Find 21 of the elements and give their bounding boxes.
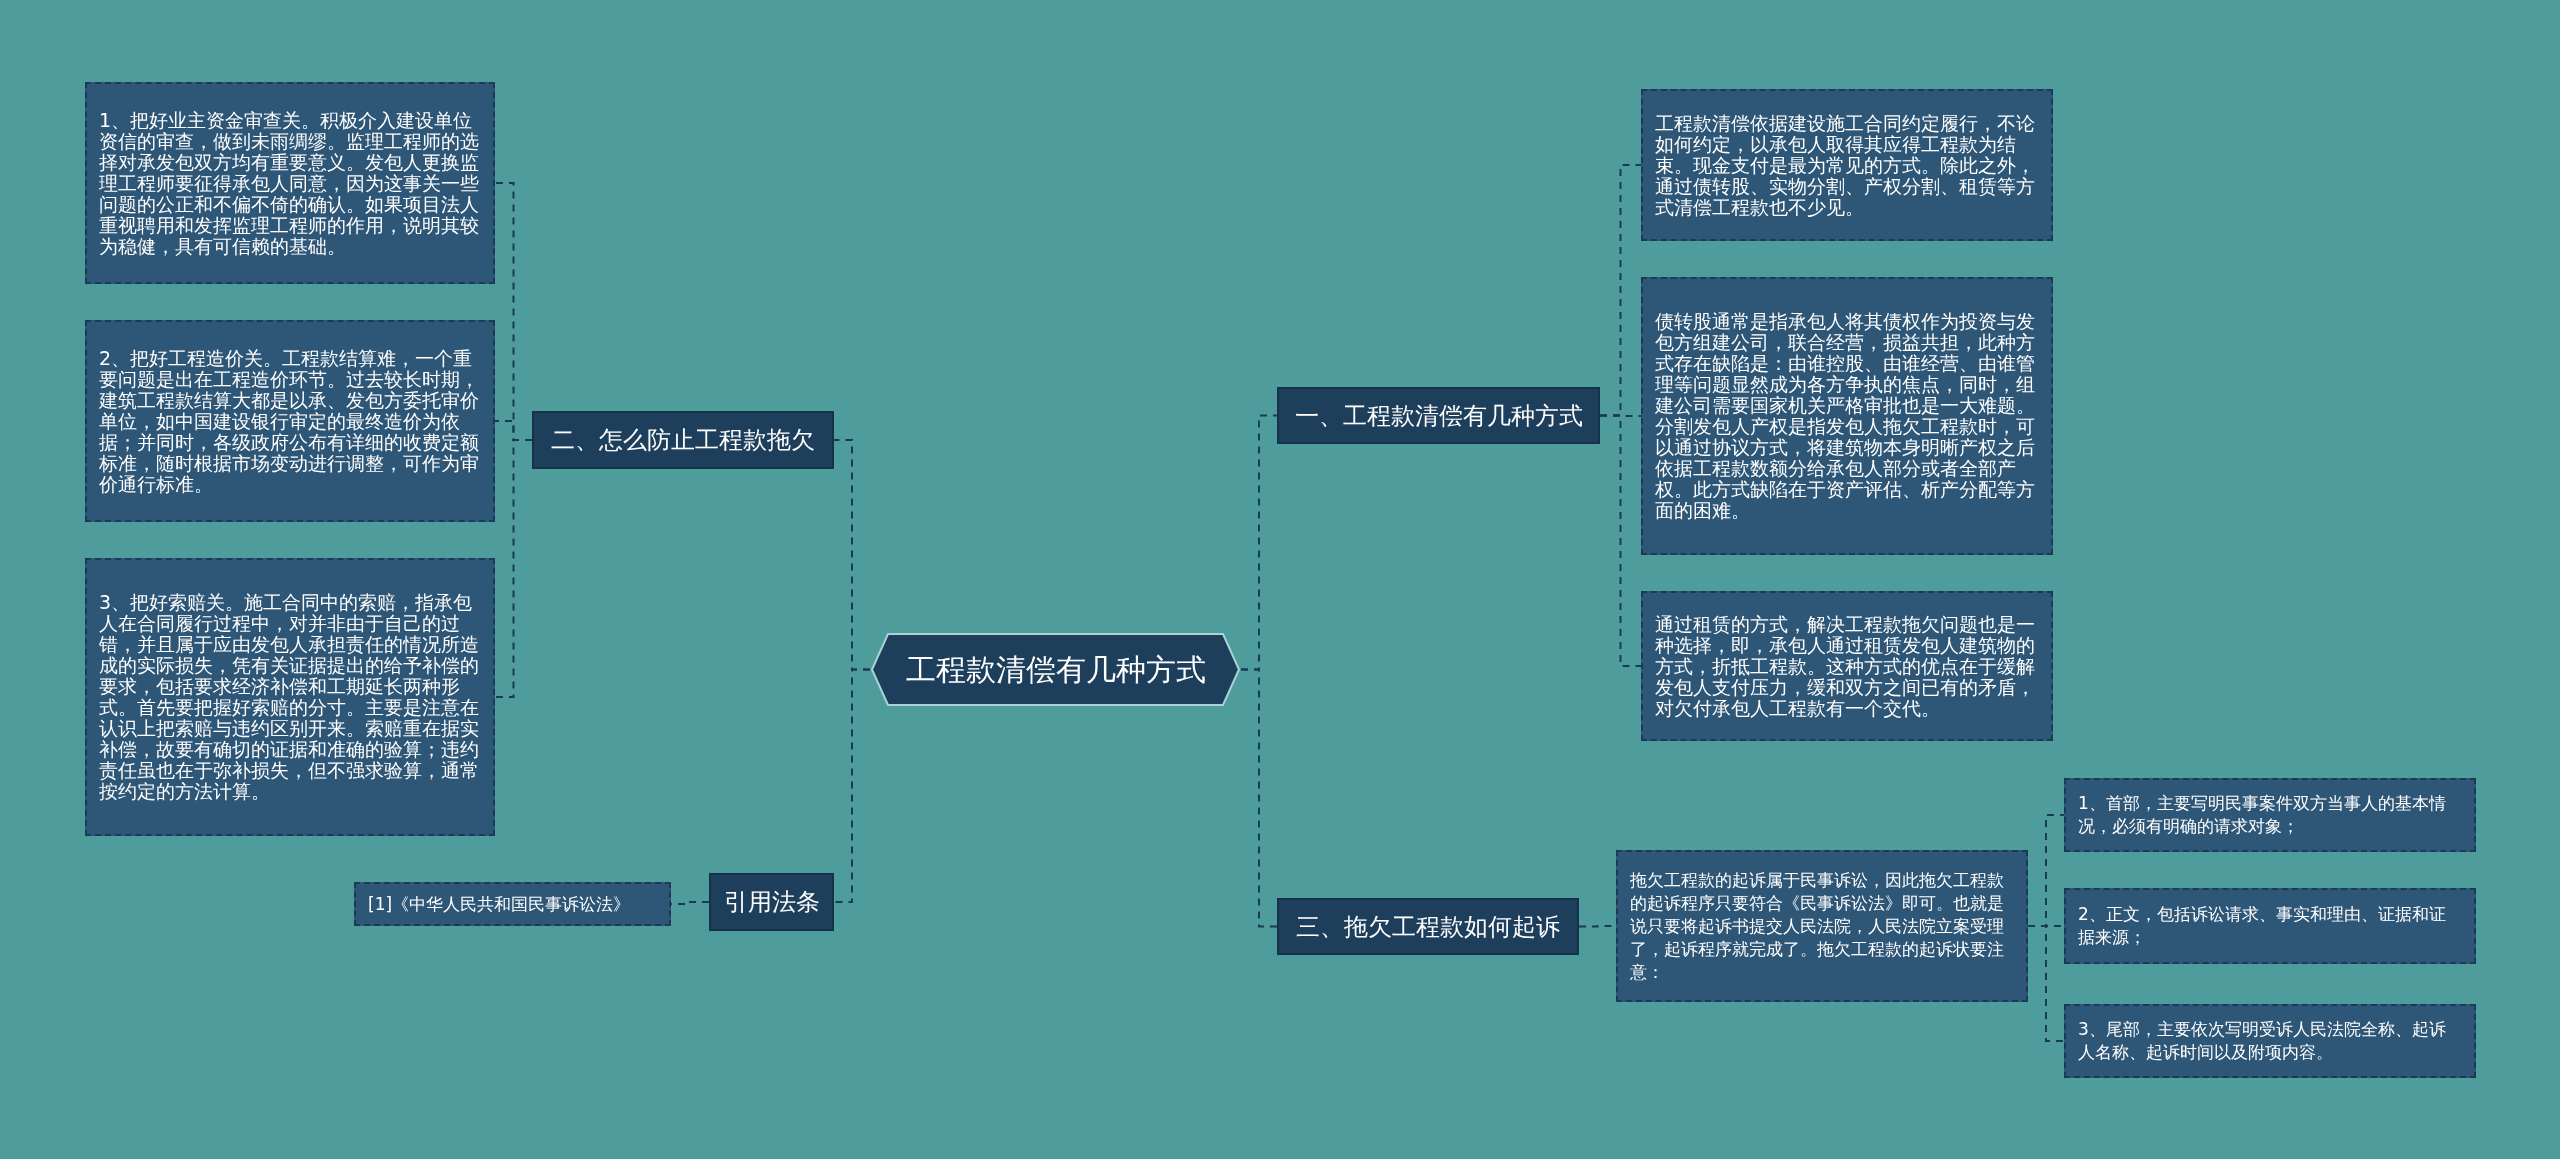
note-box: 1、首部，主要写明民事案件双方当事人的基本情况，必须有明确的请求对象；	[2064, 778, 2476, 852]
topic-box: 一、工程款清偿有几种方式	[1277, 387, 1600, 444]
note-box: 2、把好工程造价关。工程款结算难，一个重要问题是出在工程造价环节。过去较长时期，建筑工程款结算大都是以承、发包方委托审价单位，如中国建设银行审定的最终造价为依据；并同时，各级政府公布有详细的收费定额标准，随时根据市场变动进行调整，可作为审价通行标准。	[85, 320, 495, 522]
topic-box: 引用法条	[709, 873, 834, 931]
note-box: 拖欠工程款的起诉属于民事诉讼，因此拖欠工程款的起诉程序只要符合《民事诉讼法》即可。也就是说只要将起诉书提交人民法院，人民法院立案受理了，起诉程序就完成了。拖欠工程款的起诉状要注意：	[1616, 850, 2028, 1002]
note-box: 通过租赁的方式，解决工程款拖欠问题也是一种选择，即，承包人通过租赁发包人建筑物的方式，折抵工程款。这种方式的优点在于缓解发包人支付压力，缓和双方之间已有的矛盾，对欠付承包人工程款有一个交代。	[1641, 591, 2053, 741]
note-box: 1、把好业主资金审查关。积极介入建设单位资信的审查，做到未雨绸缪。监理工程师的选择对承发包双方均有重要意义。发包人更换监理工程师要征得承包人同意，因为这事关一些问题的公正和不偏不倚的确认。如果项目法人重视聘用和发挥监理工程师的作用，说明其较为稳健，具有可信赖的基础。	[85, 82, 495, 284]
topic-box: 二、怎么防止工程款拖欠	[532, 411, 834, 469]
topic-box: 三、拖欠工程款如何起诉	[1277, 898, 1579, 955]
note-box: [1]《中华人民共和国民事诉讼法》	[354, 882, 671, 926]
central-topic: 工程款清偿有几种方式	[870, 632, 1241, 707]
connector-line	[833, 668, 871, 903]
note-box: 工程款清偿依据建设施工合同约定履行，不论如何约定，以承包人取得其应得工程款为结束。现金支付是最为常见的方式。除此之外，通过债转股、实物分割、产权分割、租赁等方式清偿工程款也不少见。	[1641, 89, 2053, 241]
connector-line	[1599, 414, 1642, 667]
connector-line	[494, 439, 533, 698]
connector-line	[1240, 668, 1278, 928]
note-box: 3、尾部，主要依次写明受诉人民法院全称、起诉人名称、起诉时间以及附项内容。	[2064, 1004, 2476, 1078]
connector-line	[2027, 925, 2065, 1042]
note-box: 债转股通常是指承包人将其债权作为投资与发包方组建公司，联合经营，损益共担，此种方式存在缺陷是：由谁控股、由谁经营、由谁管理等问题显然成为各方争执的焦点，同时，组建公司需要国家机关严格审批也是一大难题。分割发包人产权是指发包人拖欠工程款时，可以通过协议方式，将建筑物本身明晰产权之后依据工程款数额分给承包人部分或者全部产权。此方式缺陷在于资产评估、析产分配等方面的困难。	[1641, 277, 2053, 555]
note-box: 3、把好索赔关。施工合同中的索赔，指承包人在合同履行过程中，对并非由于自己的过错，并且属于应由发包人承担责任的情况所造成的实际损失，凭有关证据提出的给予补偿的要求，包括要求经济补偿和工期延长两种形式。首先要把握好索赔的分寸。主要是注意在认识上把索赔与违约区别开来。索赔重在据实补偿，故要有确切的证据和准确的验算；违约责任虽也在于弥补损失，但不强求验算，通常按约定的方法计算。	[85, 558, 495, 836]
note-box: 2、正文，包括诉讼请求、事实和理由、证据和证据来源；	[2064, 888, 2476, 964]
